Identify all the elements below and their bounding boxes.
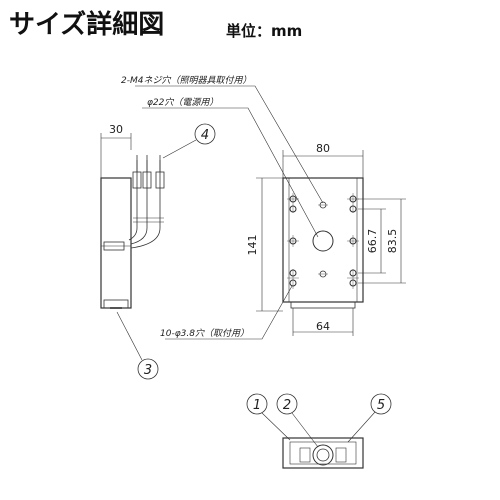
dim-plate-height: 141 [246, 235, 259, 256]
bottom-view [282, 437, 364, 469]
callout-1-circle [246, 393, 268, 415]
dim-pitch-a: 66.7 [366, 229, 379, 254]
callout-3: 3 [144, 363, 152, 378]
dim-plate-width: 80 [316, 142, 330, 155]
unit-label: 単位：mm [226, 22, 303, 40]
callout-5-circle [370, 393, 392, 415]
side-view [100, 133, 165, 309]
phi22-leader [142, 107, 319, 238]
callout-2: 2 [283, 398, 291, 413]
callout-2-circle [276, 393, 298, 415]
callout-4-circle [194, 123, 216, 145]
front-view [256, 150, 406, 336]
m4-hole-label: 2-M4ネジ穴（照明器具取付用） [121, 75, 251, 86]
callout-3-circle [137, 358, 159, 380]
dim-side-width: 30 [109, 123, 123, 136]
dim-hole-pitch-width: 64 [316, 320, 330, 333]
mount-leader [165, 285, 293, 340]
callout-5: 5 [377, 398, 385, 413]
m4-leader [135, 85, 324, 204]
callout-4: 4 [201, 128, 209, 143]
dim-pitch-b: 83.5 [386, 229, 399, 254]
phi22-hole-label: φ22穴（電源用） [147, 97, 218, 108]
mount-holes-label: 10-φ3.8穴（取付用） [160, 328, 249, 339]
page-title: サイズ詳細図 [9, 10, 165, 40]
callout-1: 1 [253, 398, 261, 413]
